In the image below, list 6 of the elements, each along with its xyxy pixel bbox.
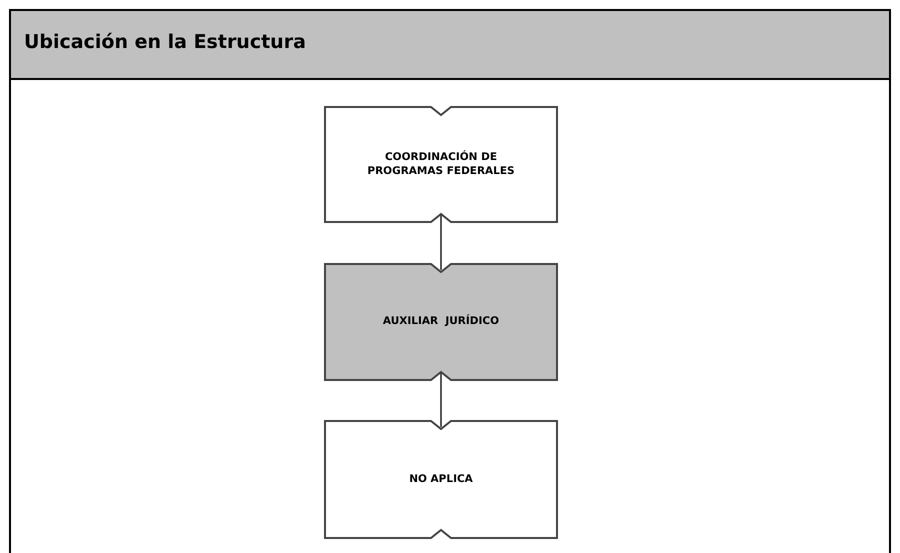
connector-line — [440, 215, 442, 270]
box-label: NO APLICA — [409, 472, 473, 486]
connector-line — [440, 373, 442, 427]
heading: Ubicación en la Estructura — [24, 31, 306, 53]
box-label: COORDINACIÓN DE PROGRAMAS FEDERALES — [366, 150, 516, 178]
box-label: AUXILIAR JURÍDICO — [382, 315, 500, 329]
